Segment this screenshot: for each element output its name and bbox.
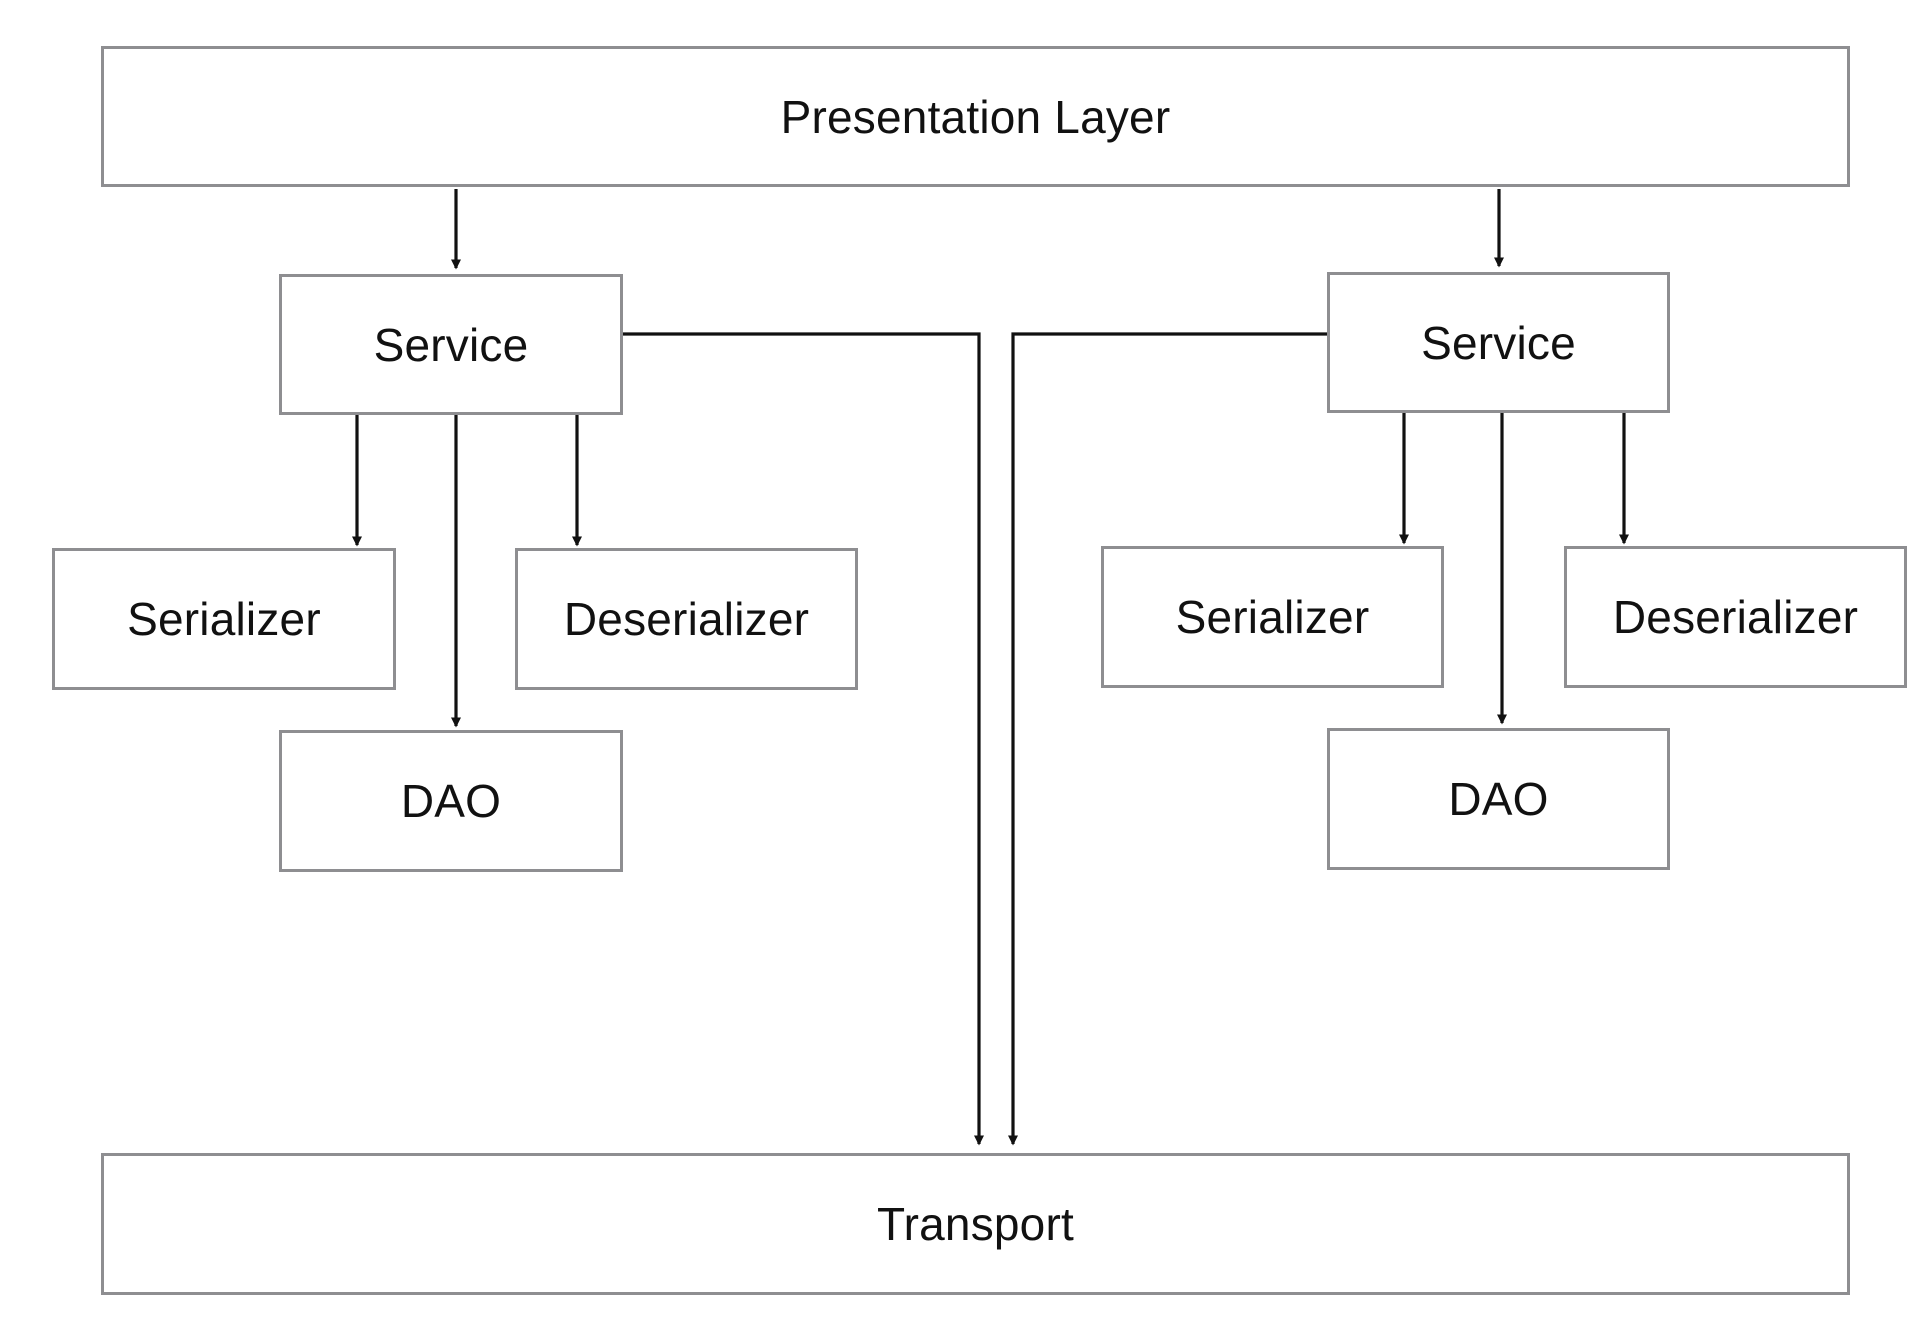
left-service-box: Service: [279, 274, 623, 415]
right-dao-label: DAO: [1448, 773, 1549, 825]
edge-left-service-to-transport: [622, 332, 984, 1146]
transport-box: Transport: [101, 1153, 1850, 1295]
left-deserializer-box: Deserializer: [515, 548, 858, 690]
edge-right-service-to-transport: [1008, 332, 1327, 1146]
left-serializer-label: Serializer: [127, 593, 321, 645]
right-deserializer-label: Deserializer: [1612, 591, 1859, 643]
left-deserializer-label: Deserializer: [563, 593, 810, 645]
right-deserializer-box: Deserializer: [1564, 546, 1907, 688]
transport-label: Transport: [877, 1198, 1074, 1250]
presentation-layer-label: Presentation Layer: [780, 90, 1171, 143]
left-dao-label: DAO: [400, 775, 502, 827]
presentation-layer-box: Presentation Layer: [101, 46, 1850, 187]
left-dao-box: DAO: [279, 730, 623, 872]
right-serializer-label: Serializer: [1175, 591, 1370, 643]
right-service-label: Service: [1421, 316, 1576, 369]
left-serializer-box: Serializer: [52, 548, 396, 690]
right-service-box: Service: [1327, 272, 1670, 413]
right-dao-box: DAO: [1327, 728, 1670, 870]
right-serializer-box: Serializer: [1101, 546, 1444, 688]
left-service-label: Service: [373, 318, 529, 371]
